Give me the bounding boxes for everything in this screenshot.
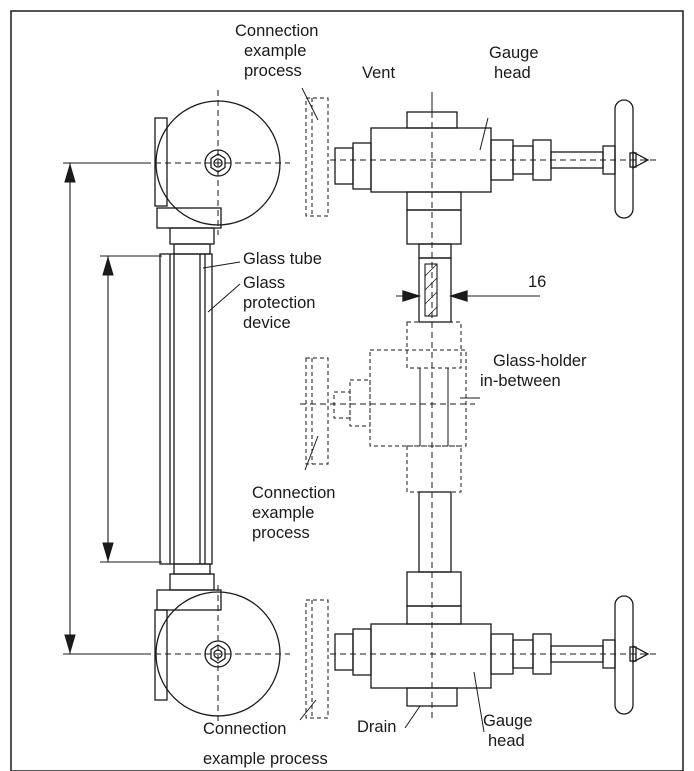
label-glass-protection: Glass protection device [243, 273, 315, 333]
holder-upper [406, 321, 462, 369]
gauge-top-line-2: head [494, 64, 531, 82]
glass-holder-line-1: Glass-holder [493, 352, 587, 370]
conn-bottom-line-1: Connection [203, 720, 287, 738]
bottom-upper-collar [406, 571, 462, 607]
dimension-lines [63, 162, 162, 655]
label-gauge-head-bottom: Gauge head [483, 711, 533, 751]
gauge-bottom-line-1: Gauge [483, 712, 533, 730]
conn-top-line-2: example [244, 42, 307, 60]
conn-top-line-1: Connection [235, 22, 319, 40]
top-block-left-edge [154, 117, 168, 207]
bottom-nut [210, 644, 226, 664]
label-glass-tube: Glass tube [243, 249, 322, 269]
side-view [63, 90, 290, 725]
top-lower-collar [406, 209, 462, 245]
dim-16-text: 16 [528, 273, 547, 291]
label-glass-holder: Glass-holder in-between [480, 351, 587, 391]
middle-connection-example [305, 357, 329, 465]
conn-bottom-line-2: example process [203, 750, 328, 768]
top-connection-example [305, 97, 329, 217]
glass-protection-line-3: device [243, 314, 291, 332]
glass-column [159, 253, 213, 565]
conn-mid-line-1: Connection [252, 484, 336, 502]
top-left-nipple [334, 147, 354, 185]
label-connection-middle: Connection example process [252, 483, 335, 543]
glass-holder-line-2: in-between [480, 372, 561, 390]
glass-tube-section [418, 257, 452, 323]
bottom-block-left-edge [154, 609, 168, 701]
bottom-left-nipple [334, 633, 354, 671]
label-gauge-head-top: Gauge head [489, 43, 539, 83]
glass-protection-line-2: protection [243, 294, 316, 312]
label-drain: Drain [357, 717, 396, 737]
vent-text: Vent [362, 64, 396, 82]
gauge-top-line-1: Gauge [489, 44, 539, 62]
conn-mid-line-2: example [252, 504, 315, 522]
conn-mid-line-3: process [252, 524, 310, 542]
drain-text: Drain [357, 718, 397, 736]
gauge-bottom-line-2: head [488, 732, 525, 750]
bottom-gauge-head [370, 623, 492, 689]
glass-tube-text: Glass tube [243, 250, 322, 268]
bottom-connection-example [305, 599, 329, 719]
label-dimension-16: 16 [528, 272, 546, 292]
holder-lower [406, 445, 462, 493]
lower-glass-section [418, 491, 452, 573]
front-view [299, 87, 660, 733]
label-connection-bottom: Connection example process [203, 719, 328, 769]
label-vent: Vent [362, 63, 395, 83]
glass-protection-line-1: Glass [243, 274, 286, 292]
drawing-border [10, 10, 684, 771]
glass-holder-in-between [369, 349, 467, 447]
label-connection-top: Connection example process [235, 21, 318, 81]
conn-top-line-3: process [244, 62, 302, 80]
bottom-collar [156, 589, 222, 611]
